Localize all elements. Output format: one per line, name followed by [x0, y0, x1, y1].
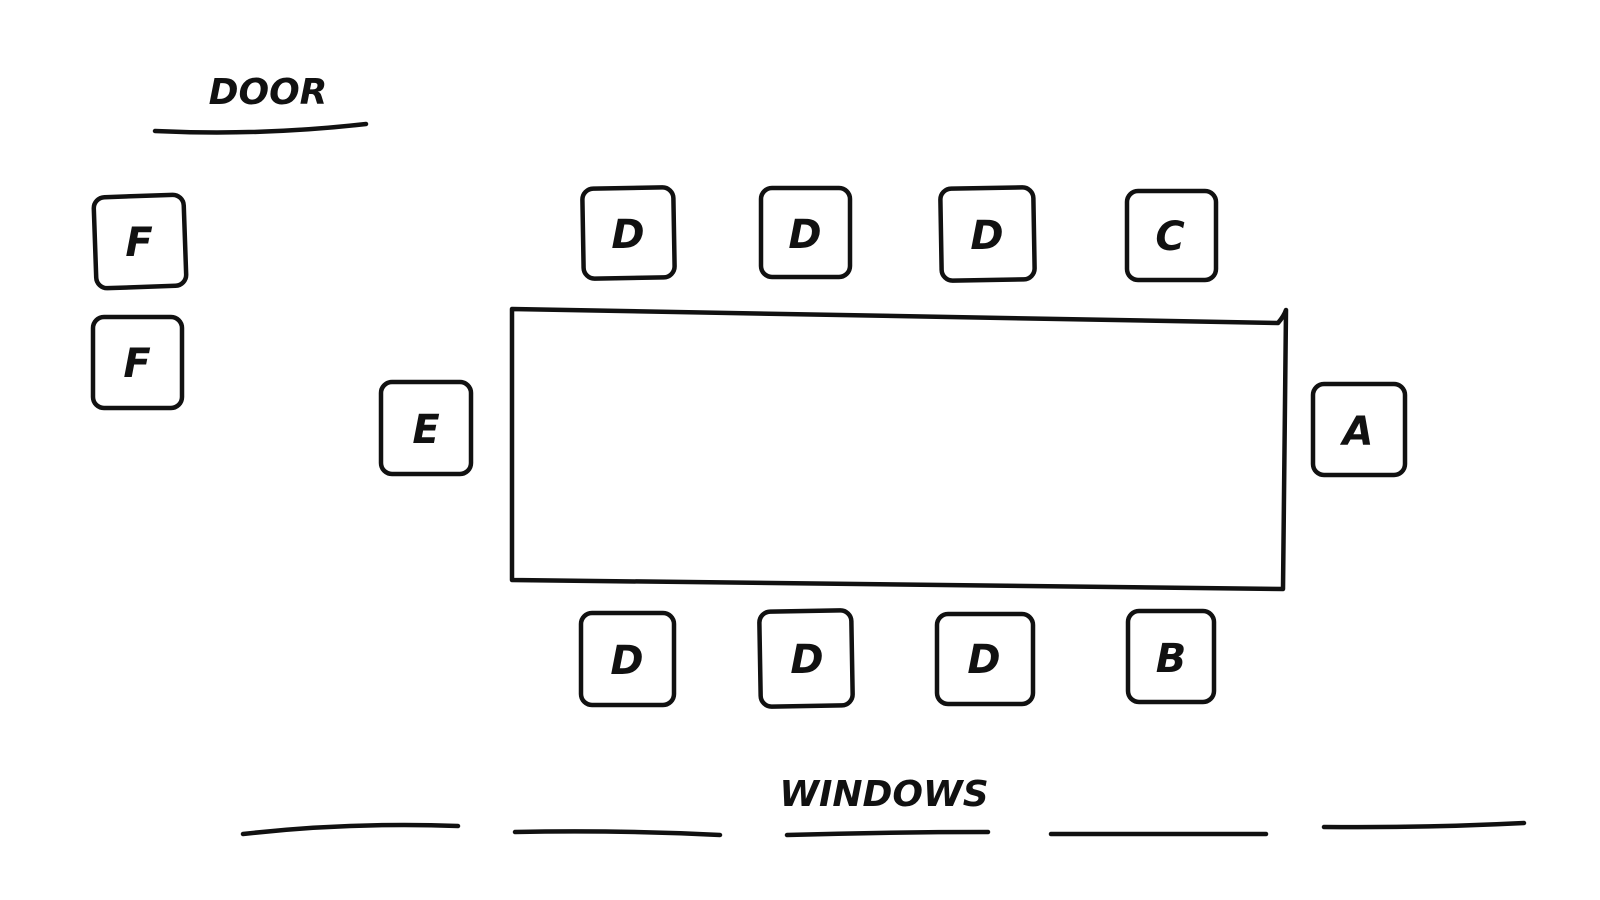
seat-f-bottom: F	[90, 314, 185, 411]
seat-right-end-label: A	[1340, 409, 1374, 455]
window-segment-1	[240, 822, 461, 837]
seat-right-end: A	[1310, 381, 1408, 478]
meeting-table	[509, 306, 1289, 592]
seat-top-3-label: D	[970, 213, 1003, 259]
seat-bottom-3: D	[934, 611, 1036, 707]
seat-bottom-1-label: D	[610, 638, 643, 684]
window-segment-2	[512, 829, 723, 838]
windows-label: WINDOWS	[779, 774, 988, 815]
door-label: DOOR	[209, 72, 328, 113]
seat-top-1: D	[580, 185, 677, 281]
seat-top-3: D	[938, 185, 1037, 283]
windows: WINDOWS	[240, 774, 1527, 838]
seat-top-2-label: D	[788, 212, 821, 258]
seat-left-end: E	[378, 379, 474, 477]
seat-top-2: D	[758, 185, 853, 280]
seat-left-end-label: E	[412, 407, 439, 453]
seat-top-4-label: C	[1155, 214, 1184, 260]
door: DOOR	[152, 72, 369, 135]
seat-f-bottom-label: F	[123, 341, 150, 387]
seat-f-top: F	[91, 192, 189, 291]
seat-bottom-2-label: D	[790, 637, 823, 683]
seat-bottom-4-label: B	[1156, 636, 1187, 682]
seat-bottom-2: D	[757, 608, 855, 709]
seat-bottom-3-label: D	[967, 637, 1000, 683]
window-segment-3	[784, 829, 991, 838]
seat-bottom-1: D	[578, 610, 677, 708]
door-line	[152, 121, 369, 135]
seat-top-4: C	[1124, 188, 1219, 283]
seat-top-1-label: D	[611, 212, 644, 258]
seat-bottom-4: B	[1125, 608, 1217, 705]
seat-f-top-label: F	[125, 220, 152, 266]
window-segment-5	[1321, 820, 1527, 830]
